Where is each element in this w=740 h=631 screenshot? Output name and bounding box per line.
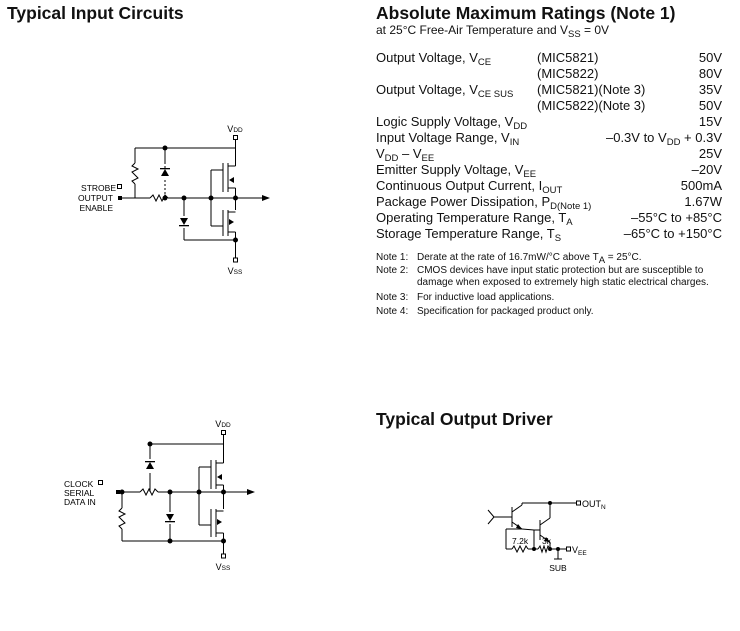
enable-label: ENABLE <box>79 203 113 213</box>
resistor-3k <box>537 544 551 554</box>
ratings-table: Output Voltage, VCE (MIC5821) 50V (MIC58… <box>376 50 722 245</box>
output-driver-title: Typical Output Driver <box>376 409 553 429</box>
strobe-label: STROBE <box>81 183 116 193</box>
rating-value: 50V <box>698 50 722 65</box>
ratings-notes: Note 1: Derate at the rate of 16.7mW/°C … <box>376 252 728 319</box>
vss-label: V <box>228 266 234 276</box>
rating-value: –20V <box>691 162 722 177</box>
svg-text:OUTN: OUTN <box>582 499 606 511</box>
series-resistor <box>149 193 169 203</box>
rating-param: Logic Supply Voltage, VDD <box>376 114 528 132</box>
upper-diode-symbol <box>161 169 169 176</box>
rating-model: (MIC5822)(Note 3) <box>537 98 646 113</box>
rating-value: 500mA <box>680 178 722 193</box>
r1-label: 7.2k <box>512 536 529 546</box>
rating-param: Continuous Output Current, IOUT <box>376 178 563 196</box>
rating-param: Output Voltage, VCE <box>376 50 492 68</box>
note-1: Note 1: Derate at the rate of 16.7mW/°C … <box>376 252 642 266</box>
vee-label: V <box>572 545 578 555</box>
vss-label: V <box>216 562 222 572</box>
note-3: Note 3: For inductive load applications. <box>376 291 555 303</box>
resistor-7k2 <box>511 544 529 554</box>
rating-param: Input Voltage Range, VIN <box>376 130 520 148</box>
data-in-label: DATA IN <box>64 497 96 507</box>
rating-value: 35V <box>698 82 722 97</box>
strobe-input-circuit-diagram: VDD VSS STROBE OUTPUT ENABLE <box>78 124 270 276</box>
rating-model: (MIC5821)(Note 3) <box>537 82 646 97</box>
lower-diode-symbol <box>180 218 188 225</box>
rating-value: 80V <box>698 66 722 81</box>
vdd-label: V <box>215 419 221 429</box>
rating-param: Emitter Supply Voltage, VEE <box>376 162 537 180</box>
note-2: Note 2: CMOS devices have input static p… <box>376 264 709 289</box>
rating-value: 25V <box>698 146 722 161</box>
svg-text:VDD: VDD <box>215 419 231 429</box>
rating-param: VDD – VEE <box>376 146 435 164</box>
input-terminal <box>118 196 122 200</box>
output-driver-diagram: OUTN VEE 7.2k 3k SUB <box>487 499 606 573</box>
note-4: Note 4: Specification for packaged produ… <box>376 306 594 317</box>
output-label: OUTPUT <box>78 193 113 203</box>
clock-label: CLOCK <box>64 479 94 489</box>
sub-label: SUB <box>549 563 567 573</box>
input-terminal <box>116 490 120 494</box>
vss-terminal <box>233 257 238 263</box>
rating-value: –0.3V to VDD + 0.3V <box>605 130 722 148</box>
rating-param: Storage Temperature Range, TS <box>376 226 562 244</box>
rating-param: Output Voltage, VCE SUS <box>376 82 514 100</box>
svg-text:VSS: VSS <box>228 266 243 276</box>
svg-text:VDD: VDD <box>227 124 243 134</box>
clock-input-circuit-diagram: VDD VSS CLOCK SERIAL DATA IN <box>64 419 255 572</box>
rating-value: 50V <box>698 98 722 113</box>
ratings-subtitle: at 25°C Free-Air Temperature and VSS = 0… <box>376 23 610 40</box>
svg-text:VSS: VSS <box>216 562 231 572</box>
vdd-terminal <box>221 430 226 435</box>
input-circuits-title: Typical Input Circuits <box>7 3 184 23</box>
rating-value: 15V <box>698 114 722 129</box>
rating-value: –55°C to +85°C <box>631 210 722 225</box>
rating-value: 1.67W <box>684 194 722 209</box>
vdd-label: V <box>227 124 233 134</box>
rating-model: (MIC5822) <box>537 66 599 81</box>
rating-value: –65°C to +150°C <box>623 226 722 241</box>
vss-terminal <box>221 553 226 559</box>
rating-param: Package Power Dissipation, PD(Note 1) <box>376 194 592 212</box>
vee-terminal <box>566 546 571 552</box>
output-arrow <box>262 195 270 201</box>
pull-resistor <box>131 162 140 185</box>
ratings-title: Absolute Maximum Ratings (Note 1) <box>376 3 676 23</box>
vdd-terminal <box>233 135 238 140</box>
r2-label: 3k <box>542 536 552 546</box>
out-label: OUT <box>582 499 602 509</box>
out-terminal <box>576 500 581 506</box>
serial-label: SERIAL <box>64 488 95 498</box>
rating-model: (MIC5821) <box>537 50 599 65</box>
rating-param: Operating Temperature Range, TA <box>376 210 573 228</box>
svg-text:VEE: VEE <box>572 545 587 557</box>
